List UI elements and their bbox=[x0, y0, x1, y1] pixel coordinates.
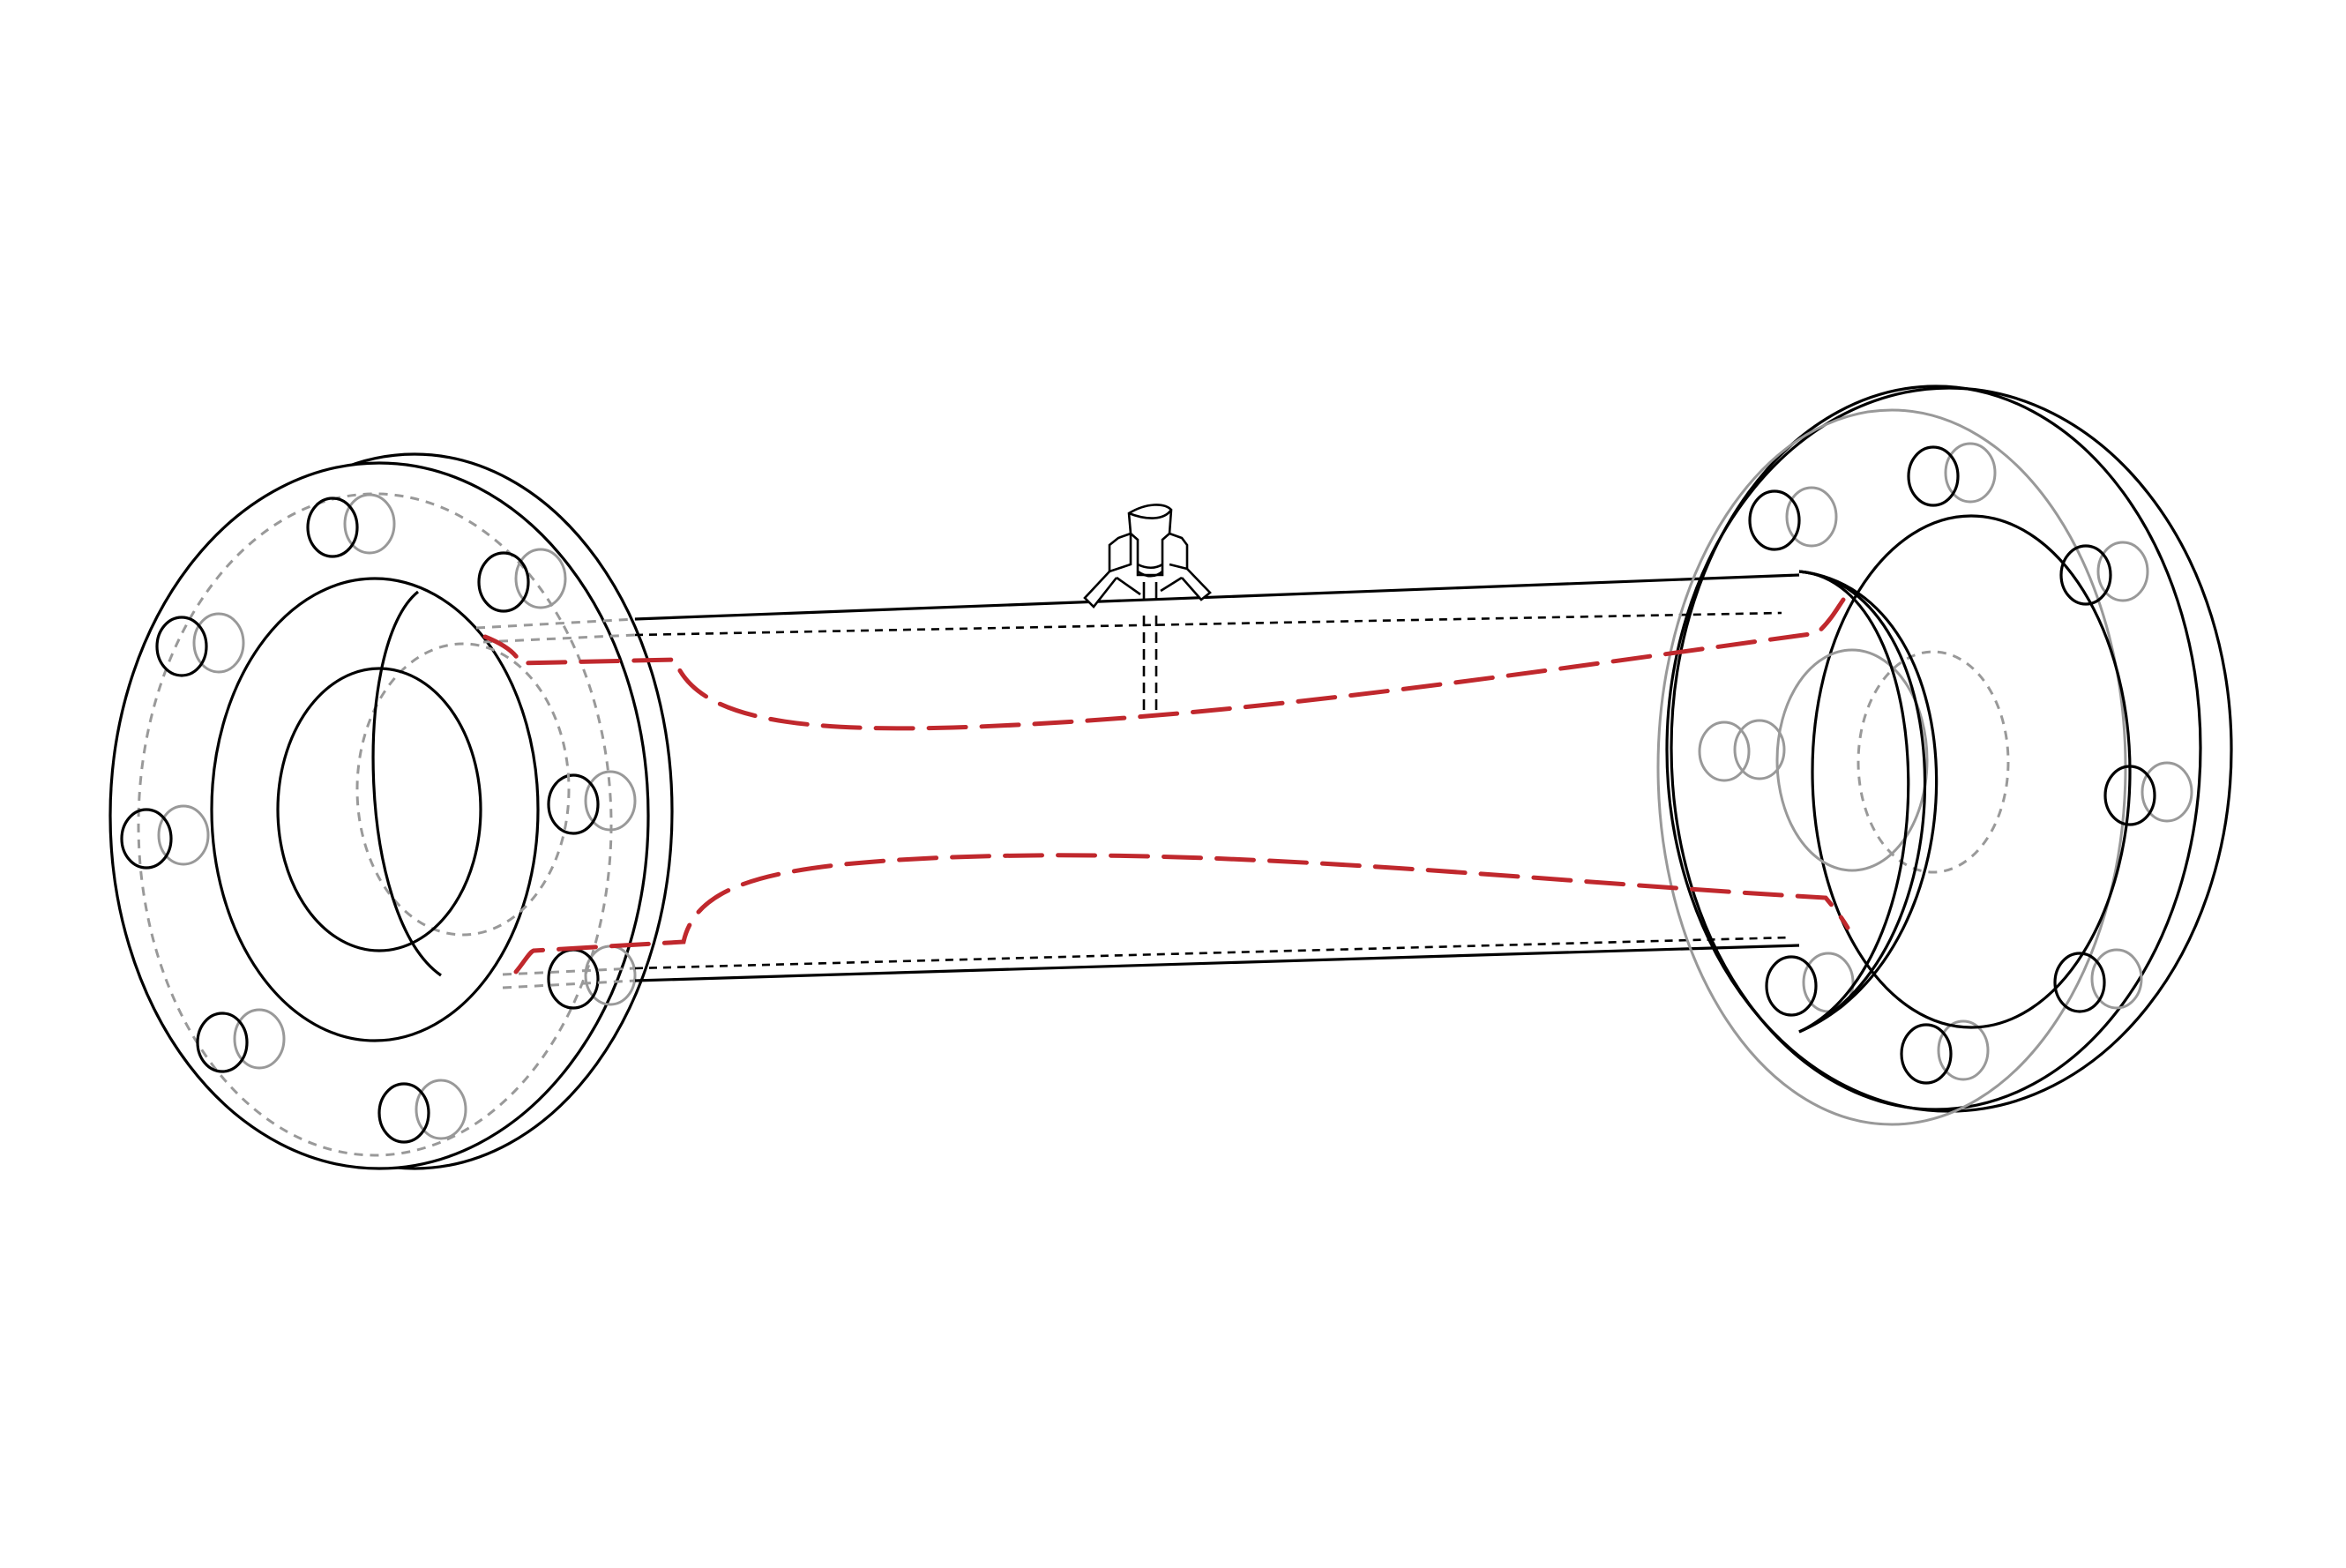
valve-right-wing bbox=[1169, 532, 1189, 571]
left-flange-bore bbox=[276, 667, 482, 952]
pipe-hidden-top bbox=[475, 617, 636, 630]
right-bolt-hole-hidden bbox=[2096, 541, 2149, 602]
left-bolt-hole bbox=[120, 808, 173, 870]
left-bolt-hole bbox=[155, 616, 208, 677]
pipe-bottom-inner-wall bbox=[634, 936, 1791, 970]
right-bore-hidden-inner bbox=[1857, 650, 2010, 874]
right-bolt-hole bbox=[1900, 1023, 1953, 1085]
left-bolt-hole-hidden bbox=[514, 548, 567, 609]
right-bolt-hole-hidden bbox=[1733, 719, 1786, 780]
pipe-bottom-edge bbox=[634, 944, 1800, 982]
right-bore-hidden-edge bbox=[1775, 648, 1929, 872]
pipe-hidden-bottom bbox=[502, 979, 636, 989]
right-bolt-hole bbox=[2059, 544, 2112, 606]
valve-cap bbox=[1128, 509, 1173, 519]
left-bolt-hole bbox=[377, 1082, 430, 1144]
flow-profile-upper bbox=[482, 597, 1846, 731]
flow-profile-lower bbox=[513, 853, 1850, 974]
left-bolt-hole bbox=[196, 1012, 249, 1073]
valve-body bbox=[1127, 504, 1173, 577]
left-bolt-hole bbox=[477, 551, 530, 613]
pipe-hidden-bottom-inner bbox=[502, 967, 636, 976]
valve-right-brace bbox=[1160, 576, 1183, 593]
right-hub-face-arc bbox=[1798, 570, 1939, 1034]
right-hub-face-arc bbox=[1798, 570, 1927, 1034]
left-bolt-hole-hidden bbox=[157, 804, 210, 866]
valve-stem bbox=[1142, 582, 1158, 600]
valve-right-leg bbox=[1181, 568, 1212, 601]
left-bore-hidden bbox=[355, 642, 571, 937]
pipe-top-inner-wall bbox=[634, 611, 1782, 637]
right-bolt-hole-hidden bbox=[1944, 442, 1997, 504]
right-flange-hidden-outline bbox=[1656, 408, 2127, 1126]
right-bolt-hole bbox=[1907, 445, 1960, 507]
right-bolt-hole-hidden bbox=[2090, 948, 2143, 1010]
left-bolt-hole-hidden bbox=[343, 493, 396, 555]
right-bolt-hole-hidden bbox=[1785, 486, 1838, 548]
right-bolt-hole bbox=[1765, 955, 1818, 1017]
left-bolt-hole bbox=[306, 497, 359, 558]
right-flange-hub bbox=[1811, 514, 2132, 1029]
valve-left-brace bbox=[1116, 576, 1141, 596]
valve-left-leg bbox=[1083, 571, 1118, 609]
left-bolt-hole-hidden bbox=[415, 1079, 467, 1140]
right-bolt-hole-hidden bbox=[1698, 721, 1751, 782]
valve-collar bbox=[1137, 570, 1163, 578]
left-flange-hidden-circle bbox=[137, 492, 613, 1157]
left-bore-inner-arc bbox=[371, 590, 442, 977]
pipe-top-edge bbox=[634, 573, 1800, 621]
right-bolt-hole-hidden bbox=[2141, 761, 2193, 823]
valve-stem-hidden bbox=[1142, 616, 1158, 713]
right-hub-face-arc bbox=[1798, 570, 1910, 1034]
right-bolt-hole bbox=[1748, 489, 1801, 551]
right-bolt-hole-hidden bbox=[1937, 1019, 1990, 1081]
right-bolt-hole bbox=[2053, 952, 2106, 1013]
valve-left-wing bbox=[1108, 532, 1132, 573]
valve-collar-upper bbox=[1137, 563, 1163, 570]
left-bolt-hole-hidden bbox=[192, 612, 245, 674]
left-flange-face bbox=[108, 461, 650, 1170]
left-bolt-hole-hidden bbox=[584, 770, 637, 832]
left-bolt-hole-hidden bbox=[233, 1008, 286, 1070]
left-bolt-hole bbox=[547, 773, 600, 835]
right-flange-face bbox=[1670, 385, 2202, 1111]
left-flange-hub bbox=[210, 577, 540, 1042]
